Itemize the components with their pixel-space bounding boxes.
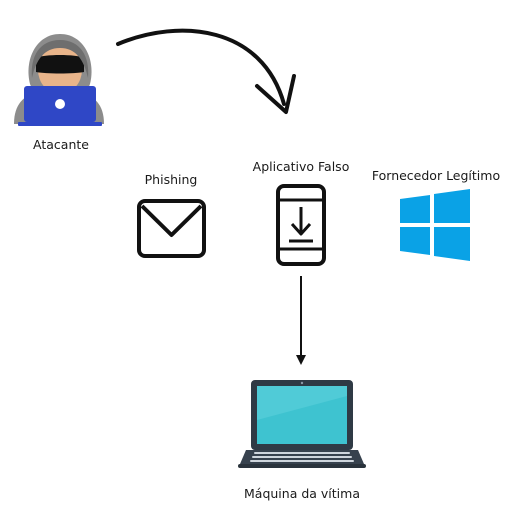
phone-download-icon [276,184,326,266]
attacker-label: Atacante [33,137,89,152]
legit-vendor-label: Fornecedor Legítimo [371,168,501,183]
envelope-icon [137,199,206,258]
laptop-icon [238,380,366,468]
attack-arrow [116,28,296,114]
fake-app-label: Aplicativo Falso [252,159,350,174]
victim-machine-label: Máquina da vítima [244,486,360,501]
hacker-icon [14,34,104,126]
windows-logo-icon [400,189,470,261]
download-arrow [296,276,306,365]
phishing-label: Phishing [144,172,198,187]
